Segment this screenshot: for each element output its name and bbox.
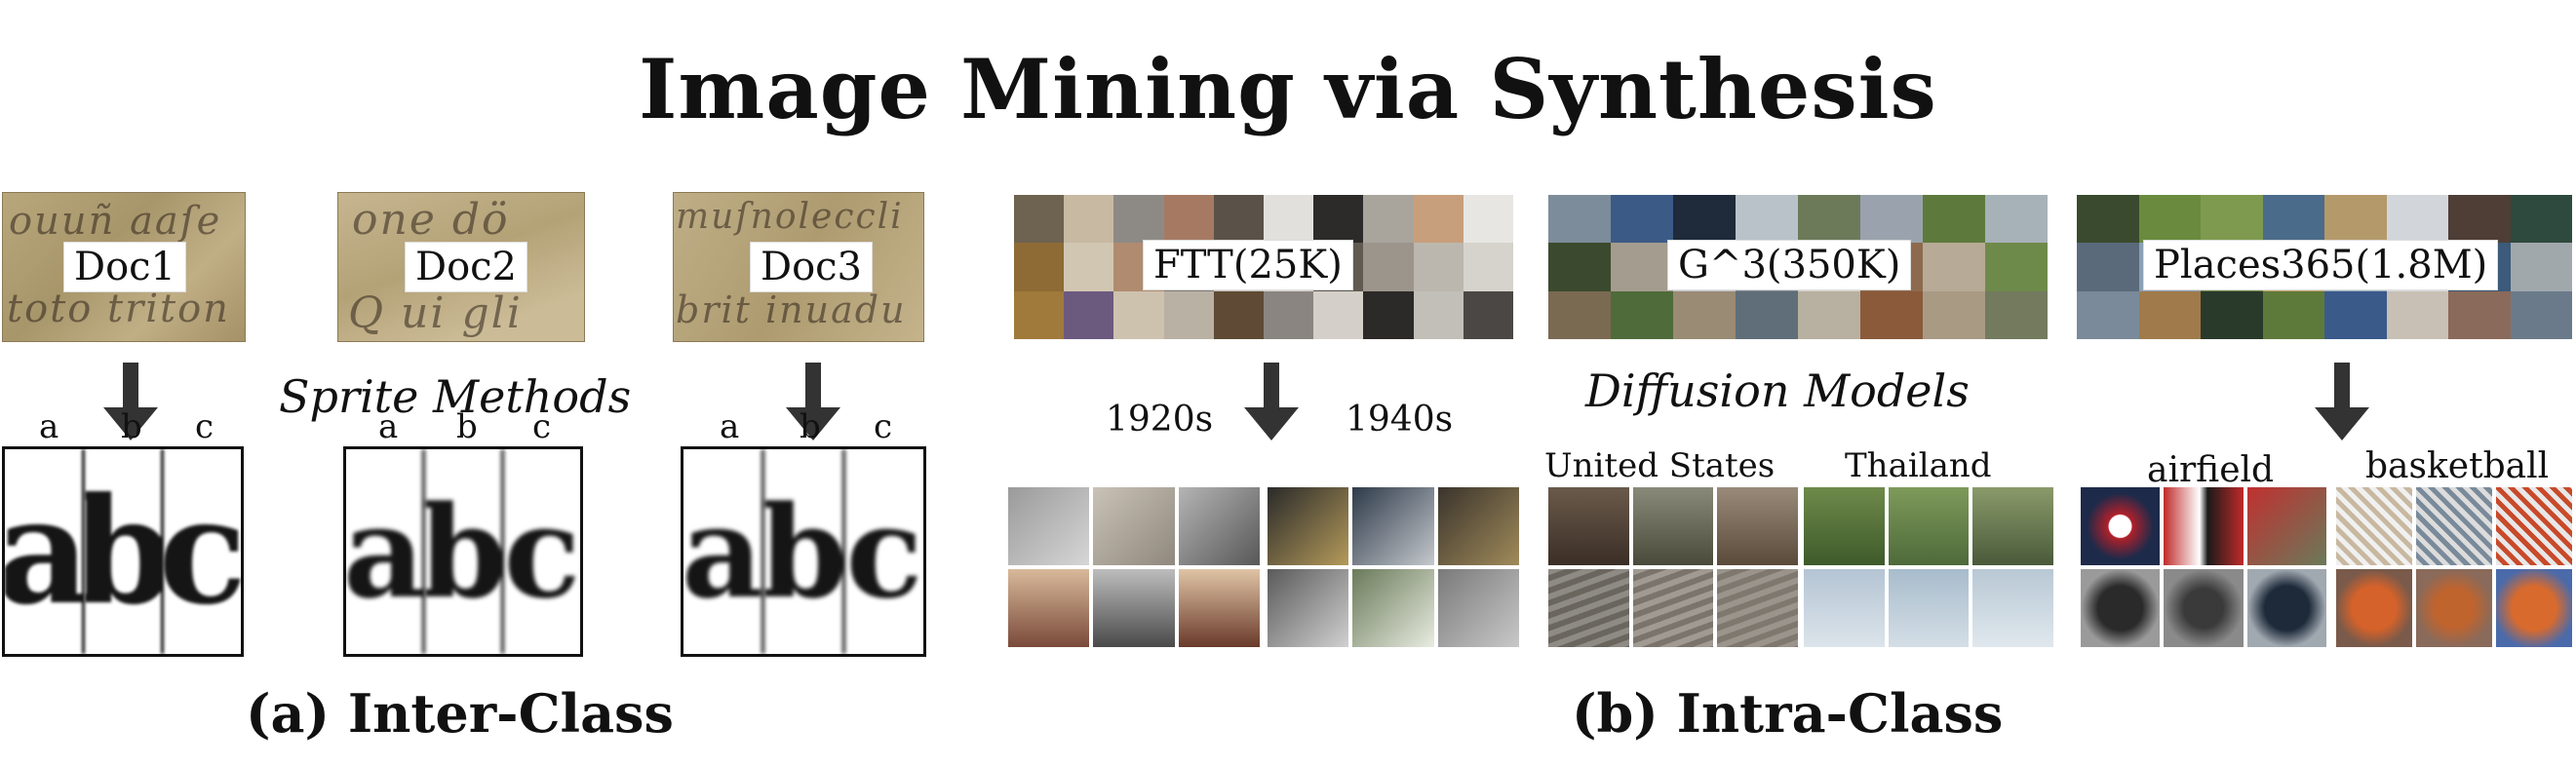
doc2-glyph-strip: a b c	[343, 446, 583, 657]
glyph-c: c	[164, 466, 242, 637]
glyph-b: b	[425, 449, 504, 654]
letter-c: c	[874, 407, 893, 446]
intra-class-caption: (b) Intra-Class	[1572, 682, 2004, 745]
g3-label: G^3(350K)	[1667, 240, 1912, 290]
glyph-c: c	[845, 477, 923, 627]
doc2-script-bottom: Q ui gli	[348, 288, 523, 338]
down-arrow-icon	[1244, 363, 1299, 440]
g3-group-thailand: Thailand	[1845, 446, 1992, 485]
glyph-b: b	[85, 449, 165, 654]
doc3-glyph-strip: a b c	[681, 446, 926, 657]
letter-b: b	[800, 407, 821, 446]
doc3-image: muſnoleccli brit inuadu Doc3	[673, 192, 924, 342]
doc1-script-bottom: toto triton	[7, 287, 230, 331]
g3-united-states-samples	[1548, 487, 1798, 647]
g3-thailand-samples	[1804, 487, 2053, 647]
inter-class-caption: (a) Inter-Class	[246, 682, 674, 745]
places-airfield-samples	[2081, 487, 2326, 647]
down-arrow-icon	[2315, 363, 2369, 440]
letter-b: b	[456, 407, 478, 446]
ftt-group-1920s: 1920s	[1106, 400, 1214, 440]
ftt-1940s-samples	[1268, 487, 1519, 647]
doc3-script-bottom: brit inuadu	[676, 288, 907, 331]
places-group-airfield: airfield	[2147, 450, 2275, 490]
doc1-label: Doc1	[63, 242, 187, 292]
ftt-label: FTT(25K)	[1143, 240, 1353, 290]
glyph-b: b	[764, 449, 845, 654]
down-arrow-icon	[786, 363, 840, 440]
places365-label: Places365(1.8M)	[2143, 240, 2499, 290]
doc2-label: Doc2	[405, 242, 528, 292]
glyph-a: a	[5, 449, 85, 654]
sprite-methods-label: Sprite Methods	[279, 370, 632, 423]
letter-c: c	[195, 407, 215, 446]
glyph-a: a	[683, 449, 764, 654]
ftt-1920s-samples	[1008, 487, 1260, 647]
doc2-script-top: one dö	[352, 195, 510, 245]
letter-a: a	[378, 407, 399, 446]
letter-a: a	[720, 407, 740, 446]
letter-a: a	[39, 407, 59, 446]
doc3-label: Doc3	[750, 242, 874, 292]
page-title: Image Mining via Synthesis	[639, 41, 1937, 137]
doc2-image: one dö Q ui gli Doc2	[337, 192, 585, 342]
doc1-image: ouuñ aaſe toto triton Doc1	[2, 192, 246, 342]
places-basketball-samples	[2336, 487, 2572, 647]
glyph-c: c	[504, 477, 580, 627]
letter-c: c	[532, 407, 552, 446]
letter-b: b	[121, 407, 142, 446]
glyph-a: a	[346, 449, 425, 654]
diffusion-models-label: Diffusion Models	[1585, 364, 1970, 417]
doc3-script-top: muſnoleccli	[676, 197, 904, 237]
down-arrow-icon	[103, 363, 158, 440]
doc1-glyph-strip: a b c	[2, 446, 244, 657]
ftt-group-1940s: 1940s	[1346, 400, 1454, 440]
g3-group-united-states: United States	[1544, 446, 1776, 485]
doc1-script-top: ouuñ aaſe	[9, 199, 222, 244]
places-group-basketball: basketball	[2365, 446, 2550, 486]
